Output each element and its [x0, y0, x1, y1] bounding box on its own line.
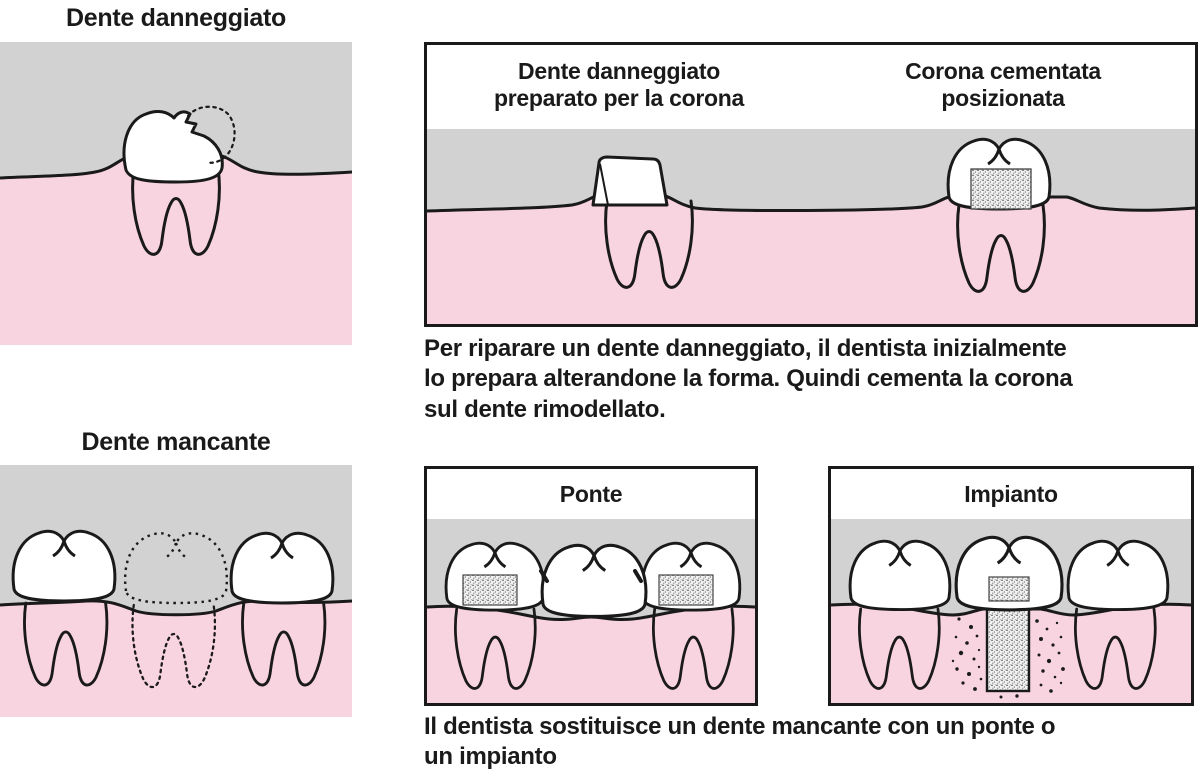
bridge-panel: Ponte	[424, 466, 758, 706]
cement-core	[970, 168, 1032, 210]
crown-procedure-panel: Dente danneggiato preparato per la coron…	[424, 42, 1198, 327]
crown-caption: Per riparare un dente danneggiato, il de…	[424, 335, 1073, 423]
bone-speckles	[951, 617, 1065, 699]
crown-panel-header: Dente danneggiato preparato per la coron…	[427, 45, 1195, 129]
missing-tooth-title: Dente mancante	[81, 428, 271, 456]
abutment-core-right	[658, 574, 714, 606]
implant-post	[985, 605, 1031, 693]
prepared-stump	[591, 155, 669, 207]
pontic-crown	[540, 543, 648, 618]
implant-label: Impianto	[831, 469, 1191, 519]
damaged-tooth-title: Dente danneggiato	[66, 4, 286, 32]
bridge-illustration	[427, 519, 755, 703]
implant-illustration	[831, 519, 1191, 703]
implant-abutment	[988, 576, 1030, 602]
crown-procedure-illustration	[427, 129, 1195, 324]
abutment-core-left	[462, 574, 518, 606]
cemented-crown-label: Corona cementata posizionata	[905, 58, 1101, 111]
prepared-tooth-label: Dente danneggiato preparato per la coron…	[493, 58, 744, 111]
damaged-tooth-illustration	[0, 42, 352, 345]
replacement-caption: Il dentista sostituisce un dente mancant…	[424, 713, 1056, 771]
bridge-label: Ponte	[427, 469, 755, 519]
implant-panel: Impianto	[828, 466, 1194, 706]
missing-tooth-illustration	[0, 465, 352, 717]
